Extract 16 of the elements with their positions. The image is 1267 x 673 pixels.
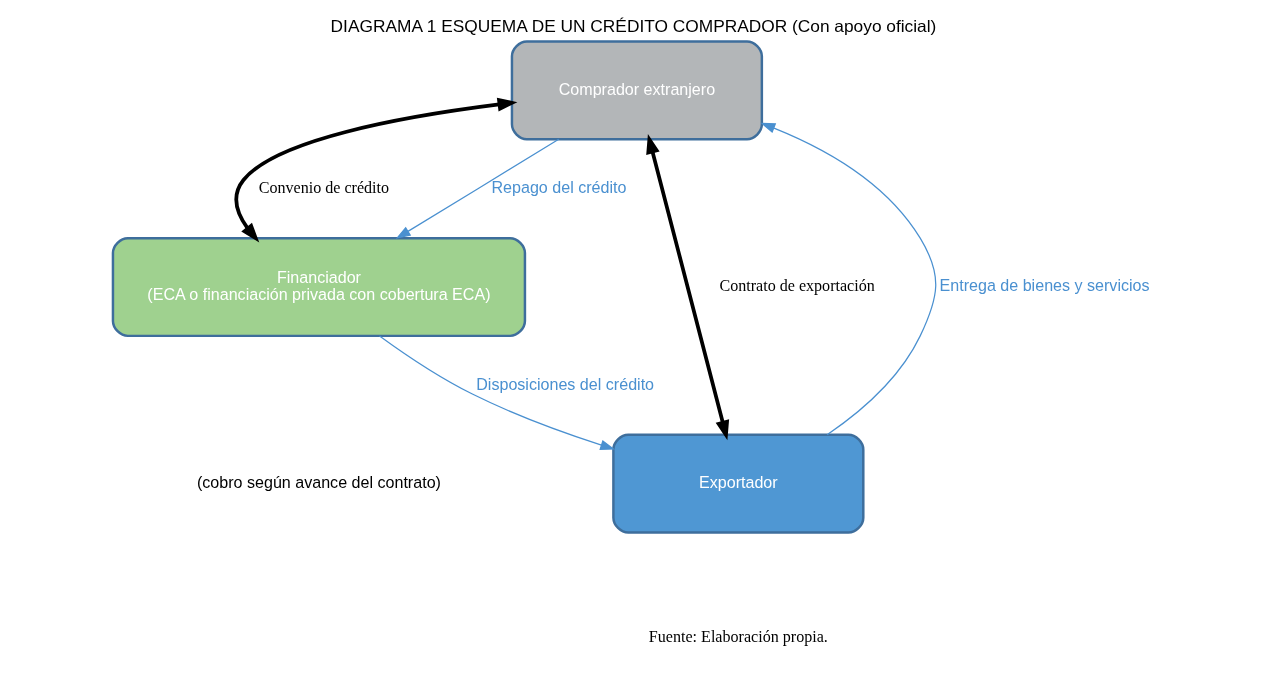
arrow xyxy=(760,122,937,436)
arrow xyxy=(234,97,518,243)
node-box: Exportador xyxy=(612,433,865,534)
arrow xyxy=(646,134,730,441)
arrow xyxy=(378,335,616,450)
node-box: Financiador (ECA o financiación privada con cobertura ECA) xyxy=(111,236,527,338)
diagram-title: DIAGRAMA 1 ESQUEMA DE UN CRÉDITO COMPRADOR (Con apoyo oficial) xyxy=(330,15,937,36)
arrow xyxy=(395,138,560,239)
label: (cobro según avance del contrato) xyxy=(196,472,441,491)
node-box: Comprador extranjero xyxy=(510,40,764,141)
caption: Fuente: Elaboración propia. xyxy=(648,627,828,645)
edge-label: Entrega de bienes y servicios xyxy=(939,276,1150,295)
edge-label: Repago del crédito xyxy=(491,177,627,196)
edge-label: Convenio de crédito xyxy=(258,178,390,196)
edge-label: Disposiciones del crédito xyxy=(476,374,655,393)
edge-label: Contrato de exportación xyxy=(719,277,875,295)
